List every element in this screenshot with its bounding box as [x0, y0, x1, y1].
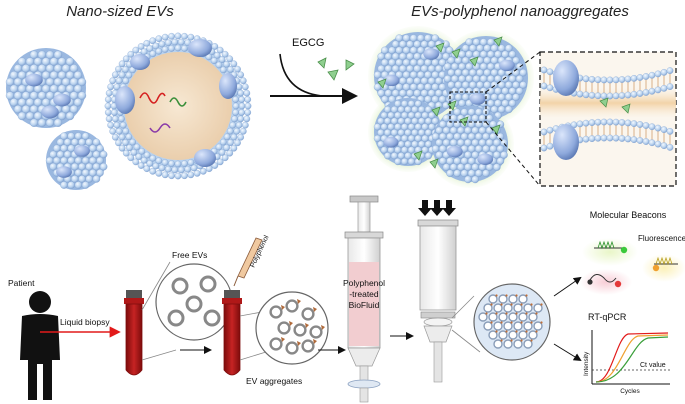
vesicle-sphere: [373, 98, 443, 166]
vesicle-sphere: [5, 48, 87, 128]
membrane-protein: [477, 153, 494, 165]
patient-silhouette: [20, 291, 60, 400]
membrane-protein: [25, 73, 43, 87]
press-arrow-icon: [418, 200, 432, 216]
press-arrow-icon: [430, 200, 444, 216]
ev-aggregates-label: EV aggregates: [246, 376, 302, 386]
vesicle-sphere: [45, 130, 108, 190]
membrane-protein: [41, 105, 59, 119]
free-evs-label: Free EVs: [172, 250, 207, 260]
membrane-protein: [74, 145, 90, 157]
vesicle-sphere: [431, 106, 508, 184]
free-ev-vesicles: [5, 48, 108, 190]
free-ev-rings: [167, 275, 221, 327]
syringe-label-line1: Polyphenol: [343, 278, 385, 288]
rna-purple: [149, 123, 171, 133]
egcg-triangle: [317, 57, 327, 69]
membrane-protein: [130, 54, 150, 70]
egcg-reaction-arrow: EGCG: [270, 37, 358, 104]
ev-aggregate-rings: [269, 299, 325, 355]
detection-arrow: [553, 276, 582, 297]
membrane-protein: [446, 145, 463, 158]
amplification-curve-green: [595, 336, 669, 383]
membrane-protein: [423, 48, 440, 60]
membrane-protein: [383, 74, 400, 87]
egcg-triangle: [469, 56, 479, 67]
egcg-label: EGCG: [292, 37, 324, 49]
qpcr-amplification-plot: [591, 330, 670, 385]
ev-cross-section: [104, 32, 252, 180]
egcg-triangle: [429, 158, 439, 169]
liquid-biopsy-label: Liquid biopsy: [60, 317, 110, 327]
membrane-protein: [383, 136, 399, 148]
membrane-protein: [553, 60, 579, 96]
blood-tube-2: [222, 290, 242, 376]
polyphenol-pipette: [233, 237, 263, 287]
intensity-axis-label: Intensity: [583, 351, 590, 376]
cycles-axis-label: Cycles: [620, 388, 640, 395]
ct-value-label: Ct value: [640, 362, 666, 369]
syringe-filtration: [417, 200, 459, 383]
molecular-beacons-illustration: [580, 238, 685, 295]
zoom-callout: [449, 51, 677, 187]
egcg-triangle: [327, 69, 339, 81]
ev-lumen: [124, 52, 232, 160]
egcg-triangle: [493, 36, 503, 47]
membrane-protein: [194, 149, 216, 167]
membrane-protein: [188, 39, 212, 57]
title-ev-nanoaggregates: EVs-polyphenol nanoaggregates: [411, 3, 629, 20]
syringe-label-line3: BioFluid: [349, 300, 380, 310]
molecular-beacons-label: Molecular Beacons: [590, 210, 667, 220]
patient-label: Patient: [8, 278, 35, 288]
membrane-protein: [56, 166, 72, 178]
membrane-protein: [219, 73, 237, 99]
egcg-triangle: [435, 42, 445, 53]
membrane-protein: [553, 124, 579, 160]
membrane-protein: [115, 86, 135, 114]
free-evs-zoom-circle: [155, 263, 233, 341]
filter-captured-evs: [478, 294, 543, 349]
ev-aggregate-cluster: [368, 26, 534, 188]
rna-red: [139, 92, 166, 104]
rt-qpcr-label: RT-qPCR: [588, 312, 627, 322]
egcg-triangle: [377, 78, 387, 89]
rna-green: [169, 97, 187, 107]
fluorescence-label: Fluorescence: [638, 234, 685, 243]
detection-arrow: [553, 343, 582, 362]
egcg-triangle: [431, 106, 441, 117]
egcg-triangle: [413, 150, 423, 161]
egcg-triangle: [345, 59, 355, 71]
egcg-triangle: [451, 48, 461, 59]
blood-tube-1: [124, 290, 144, 376]
amplification-curve-orange: [595, 334, 669, 383]
syringe-label-line2: -treated: [349, 289, 379, 299]
amplification-curve-red: [595, 332, 669, 383]
membrane-protein: [53, 93, 71, 107]
egcg-triangle: [491, 124, 501, 135]
membrane-protein: [499, 59, 515, 72]
membrane-protein: [469, 93, 486, 105]
title-nano-sized-evs: Nano-sized EVs: [66, 3, 174, 20]
syringe-biofluid: [344, 195, 384, 403]
press-arrow-icon: [442, 200, 456, 216]
